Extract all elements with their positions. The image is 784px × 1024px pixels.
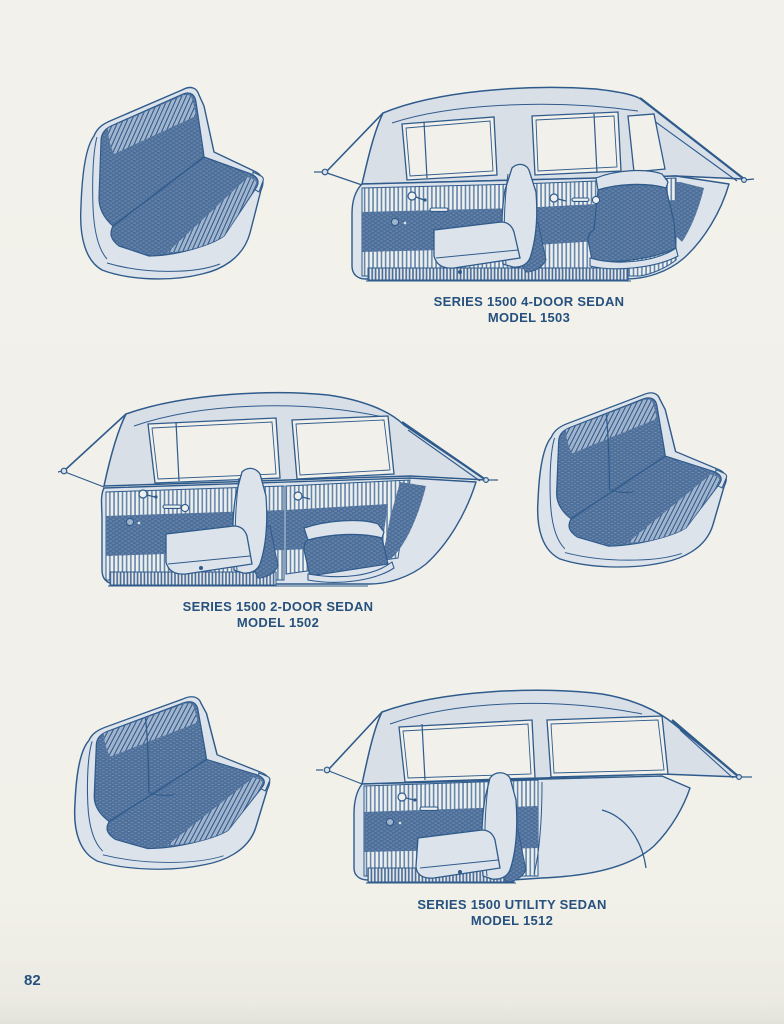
sedan-2door-cutaway-illustration [58,391,498,587]
caption-line-series: SERIES 1500 UTILITY SEDAN [417,897,607,912]
caption-line-series: SERIES 1500 2-DOOR SEDAN [182,599,374,614]
sedan-utility-cutaway-illustration [316,689,752,884]
caption-2door-sedan: SERIES 1500 2-DOOR SEDAN MODEL 1502 [118,599,438,631]
caption-line-model: MODEL 1512 [470,913,554,928]
caption-line-series: SERIES 1500 4-DOOR SEDAN [433,294,625,309]
caption-line-model: MODEL 1503 [487,310,571,325]
bench-seat-illustration-utility [73,696,271,870]
bench-seat-illustration-2door [536,392,728,568]
caption-4door-sedan: SERIES 1500 4-DOOR SEDAN MODEL 1503 [369,294,689,326]
sedan-4door-cutaway-illustration [314,86,755,282]
caption-line-model: MODEL 1502 [236,615,320,630]
bench-seat-illustration-4door [79,86,265,280]
page-number: 82 [24,972,41,989]
caption-utility-sedan: SERIES 1500 UTILITY SEDAN MODEL 1512 [352,897,672,929]
